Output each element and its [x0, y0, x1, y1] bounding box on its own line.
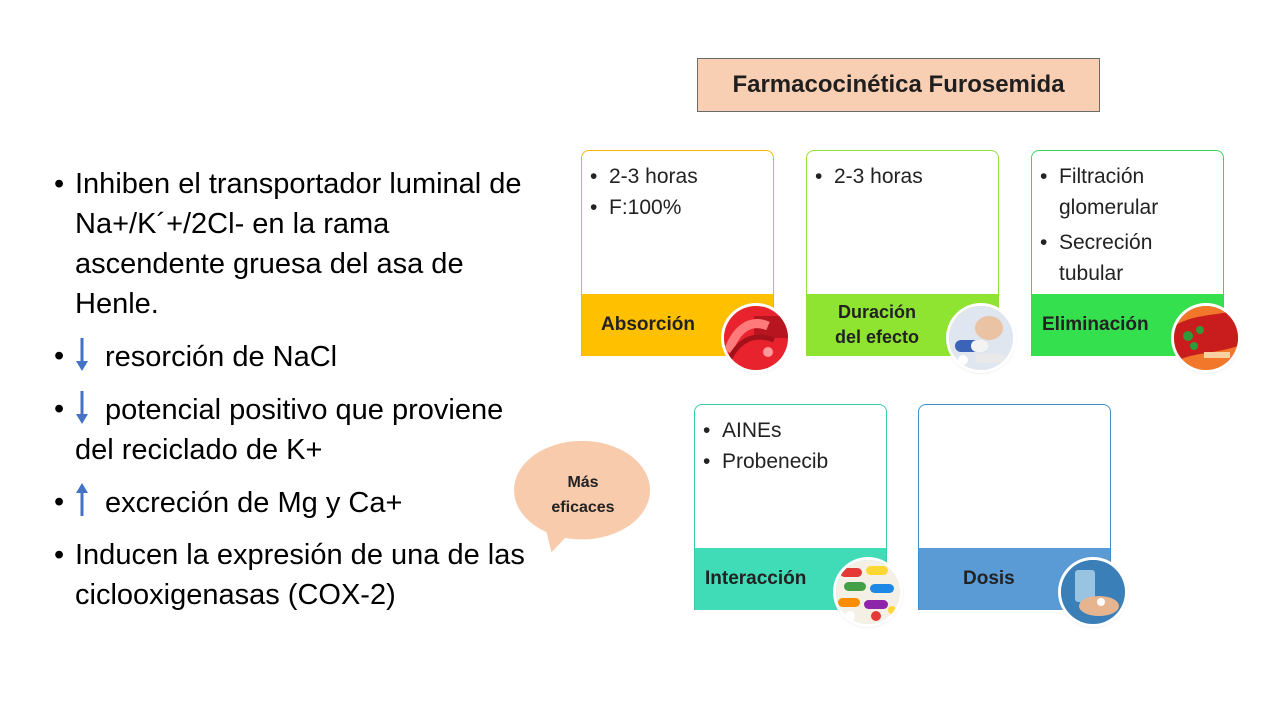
list-item: •2-3 horas: [815, 165, 923, 188]
bullet-nacl: • resorción de NaCl: [54, 336, 544, 377]
card-absorcion-list: •2-3 horas •F:100%: [582, 151, 773, 223]
card-absorcion-label: Absorción: [601, 314, 695, 335]
card-eliminacion-list: •Filtración glomerular •Secreción tubula…: [1032, 151, 1223, 289]
list-item: •Probenecib: [703, 450, 829, 473]
blood-vessel-photo-icon: [1174, 306, 1238, 370]
bullet-cox2: • Inducen la expresión de una de las cic…: [54, 535, 544, 615]
bullet-cox2-text: Inducen la expresión de una de las ciclo…: [75, 539, 525, 611]
pills-hand-photo-icon: [949, 306, 1013, 370]
arrow-down-icon: [75, 389, 89, 425]
list-item: •Secreción tubular: [1040, 231, 1153, 285]
bullet-excretion-text: excreción de Mg y Ca+: [105, 487, 403, 519]
card-eliminacion-label: Eliminación: [1042, 314, 1149, 335]
bullet-mechanism-text: Inhiben el transportador luminal de Na+/…: [75, 168, 522, 320]
artery-photo-icon: [724, 306, 788, 370]
capsules-photo-icon: [836, 560, 900, 624]
card-duracion-label-line1: Duración: [837, 302, 916, 322]
card-interaccion-label: Interacción: [705, 568, 807, 589]
speech-bubble: [514, 440, 651, 553]
bullet-dot: •: [54, 539, 65, 571]
bullet-dot: •: [54, 168, 65, 200]
card-duracion-label-line2: del efecto: [834, 327, 920, 347]
card-interaccion-list: •AINEs •Probenecib: [695, 405, 886, 477]
card-duracion-list: •2-3 horas: [807, 151, 998, 192]
bullet-dot: •: [54, 393, 65, 425]
card-dosis-label: Dosis: [963, 568, 1015, 589]
diagram-title: Farmacocinética Furosemida: [697, 58, 1100, 112]
bullet-mechanism: • Inhiben el transportador luminal de Na…: [54, 164, 544, 324]
speech-bubble-line2: eficaces: [551, 499, 615, 516]
bullet-potential: • potencial positivo que proviene del re…: [54, 389, 544, 470]
list-item: •2-3 horas: [590, 165, 698, 188]
main-bullet-list: • Inhiben el transportador luminal de Na…: [54, 164, 544, 627]
arrow-up-icon: [75, 482, 89, 518]
bullet-dot: •: [54, 486, 65, 518]
list-item: •F:100%: [590, 196, 682, 219]
speech-bubble-text: Más eficaces: [514, 470, 652, 520]
bullet-dot: •: [54, 340, 65, 372]
arrow-down-icon: [75, 336, 89, 372]
bullet-nacl-text: resorción de NaCl: [105, 341, 338, 373]
glass-pill-photo-icon: [1061, 560, 1125, 624]
list-item: •AINEs: [703, 419, 782, 442]
card-interaccion-band: Interacción: [695, 548, 886, 610]
list-item: •Filtración glomerular: [1040, 165, 1159, 219]
speech-bubble-line1: Más: [567, 474, 599, 491]
card-duracion-label: Duración del efecto: [807, 300, 947, 350]
bullet-excretion: • excreción de Mg y Ca+: [54, 482, 544, 523]
bullet-potential-text: potencial positivo que proviene del reci…: [75, 394, 504, 466]
